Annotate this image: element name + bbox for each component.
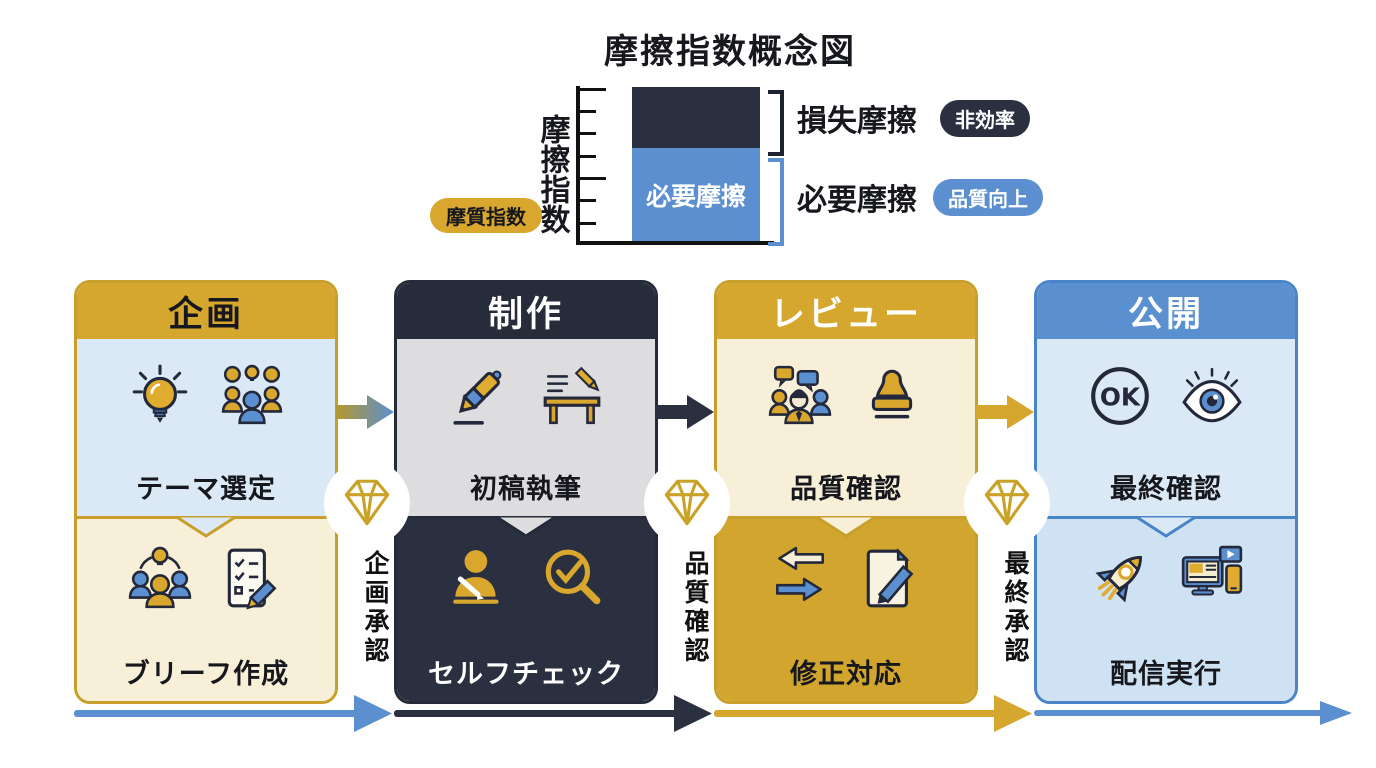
stamp-icon — [871, 369, 913, 419]
axis-badge: 摩質指数 — [430, 198, 542, 233]
bracket-necessary — [768, 158, 784, 246]
timeline-arrow-planning — [74, 695, 392, 732]
panel-notch — [494, 516, 558, 538]
gate-diamond-quality-check — [644, 460, 730, 546]
gate-diamond-final-approval — [964, 460, 1050, 546]
ok-text: OK — [1100, 382, 1141, 411]
axis-tick — [580, 222, 596, 225]
panel-notch — [1134, 516, 1198, 538]
team-idea-icon — [128, 546, 192, 609]
legend-badge-inefficiency: 非効率 — [940, 100, 1030, 137]
stage-planning-top-panel: テーマ選定 — [77, 339, 335, 516]
stage-planning-bottom-label: ブリーフ作成 — [122, 659, 290, 690]
stage-planning-bottom-panel: ブリーフ作成 — [77, 516, 335, 701]
bar-segment-loss-friction — [632, 87, 760, 148]
document-edit-icon — [866, 548, 914, 608]
lightbulb-icon — [132, 364, 188, 423]
gate-label-final-approval: 最終承認 — [1001, 550, 1030, 666]
flow-arrow-review-to-publish — [976, 395, 1034, 429]
bracket-loss — [768, 90, 784, 156]
stage-review-bottom-panel: 修正対応 — [717, 516, 975, 701]
stage-production-bottom-panel: セルフチェック — [397, 516, 655, 701]
stage-planning-top-label: テーマ選定 — [136, 474, 276, 505]
chart-title: 摩擦指数概念図 — [604, 32, 856, 72]
stage-header-publish: 公開 — [1037, 283, 1295, 339]
axis-tick — [580, 155, 596, 158]
person-writing-icon — [453, 550, 499, 604]
stage-production-top-label: 初稿執筆 — [470, 474, 582, 505]
eye-icon — [1182, 367, 1242, 423]
stage-publish-bottom-panel: 配信実行 — [1037, 516, 1295, 701]
stage-card-publish: 公開 OK 最終確認 — [1034, 280, 1298, 704]
discussion-people-icon — [768, 365, 832, 425]
diamond-icon — [344, 479, 390, 526]
devices-icon — [1181, 545, 1243, 596]
exchange-arrows-icon — [776, 546, 824, 601]
diamond-icon — [664, 479, 710, 526]
stage-publish-top-label: 最終確認 — [1110, 474, 1222, 505]
x-axis-line — [576, 241, 774, 245]
stage-review-bottom-label: 修正対応 — [790, 659, 902, 690]
panel-notch — [814, 516, 878, 538]
flow-arrow-production-to-review — [656, 395, 714, 429]
timeline-arrow-review — [714, 695, 1032, 732]
panel-notch — [174, 516, 238, 538]
diamond-icon — [984, 479, 1030, 526]
timeline-arrow-publish — [1034, 701, 1352, 725]
stage-header-planning: 企画 — [77, 283, 335, 339]
rocket-icon — [1095, 556, 1142, 603]
y-axis-line — [576, 86, 580, 245]
bar-inner-label: 必要摩擦 — [645, 181, 746, 211]
ok-circle-icon: OK — [1091, 367, 1149, 425]
axis-tick — [580, 110, 596, 113]
axis-tick — [580, 88, 606, 91]
legend-label-loss: 損失摩擦 — [797, 104, 917, 139]
axis-tick — [580, 199, 596, 202]
stage-production-top-panel: 初稿執筆 — [397, 339, 655, 516]
flow-arrow-planning-to-production — [336, 395, 394, 429]
stage-publish-top-panel: OK 最終確認 — [1037, 339, 1295, 516]
legend-badge-quality-up: 品質向上 — [933, 179, 1043, 216]
timeline-arrow-production — [394, 695, 712, 732]
axis-tick — [580, 177, 606, 180]
desk-writing-icon — [543, 366, 601, 425]
stage-review-top-panel: 品質確認 — [717, 339, 975, 516]
gate-diamond-planning-approval — [324, 460, 410, 546]
gate-label-planning-approval: 企画承認 — [361, 550, 390, 666]
stage-header-review: レビュー — [717, 283, 975, 339]
stage-publish-bottom-label: 配信実行 — [1110, 659, 1222, 690]
magnifier-check-icon — [545, 549, 601, 605]
stage-production-bottom-label: セルフチェック — [428, 659, 624, 690]
brainstorm-people-icon — [221, 364, 283, 425]
axis-tick — [580, 132, 596, 135]
checklist-pencil-icon — [227, 548, 277, 610]
gate-label-quality-check: 品質確認 — [681, 550, 710, 666]
stage-card-production: 制作 — [394, 280, 658, 704]
stage-card-planning: 企画 — [74, 280, 338, 704]
stage-review-top-label: 品質確認 — [790, 474, 902, 505]
bar-segment-necessary-friction: 必要摩擦 — [632, 148, 760, 241]
stage-header-production: 制作 — [397, 283, 655, 339]
pen-icon — [453, 370, 502, 425]
stage-card-review: レビュー — [714, 280, 978, 704]
legend-label-necessary: 必要摩擦 — [797, 183, 917, 218]
